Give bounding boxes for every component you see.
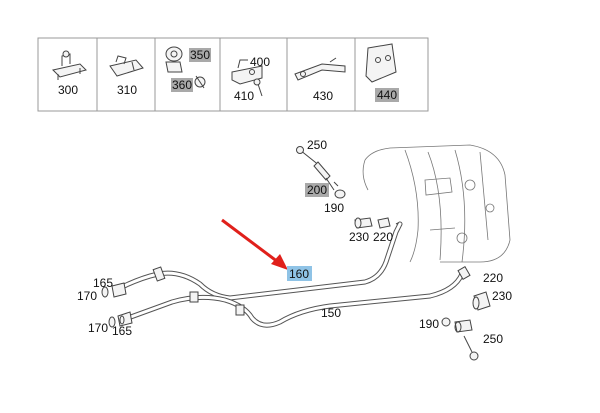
callout-250-right: 250 [483,332,503,346]
part-430-label: 430 [313,89,333,103]
callout-165-bot: 165 [112,324,132,338]
part-350-360-icon [165,46,206,89]
table-border [37,37,429,112]
callout-190-top: 190 [324,201,344,215]
callout-250-top: 250 [307,138,327,152]
callout-150: 150 [321,306,341,320]
transmission-housing [362,144,511,263]
pointer-arrow [221,218,288,270]
callout-190-right: 190 [419,317,439,331]
callout-220-right: 220 [483,271,503,285]
part-360-highlight [171,78,193,92]
part-310-label: 310 [117,83,137,97]
cooler-lines [101,221,471,328]
part-350-label: 350 [190,48,210,62]
part-400-label: 400 [250,55,270,69]
part-300-icon [52,50,87,80]
part-410-label: 410 [234,89,254,103]
part-440-icon [365,43,397,83]
callout-160: 160 [289,267,309,281]
part-360-label: 360 [172,78,192,92]
callout-160-highlight [287,266,312,281]
callout-230-mid: 230 [349,230,369,244]
part-440-highlight [375,88,399,102]
part-300-label: 300 [58,83,78,97]
callout-165-top: 165 [93,276,113,290]
callout-170-bot: 170 [88,321,108,335]
part-310-icon [109,55,144,77]
callout-220-mid: 220 [373,230,393,244]
parts-table: 300 310 350 360 400 410 [37,37,429,112]
fitting-cluster-top [296,146,401,229]
part-430-icon [294,57,346,81]
part-400-410-icon [231,59,263,97]
part-440-label: 440 [377,88,397,102]
callout-200: 200 [307,183,327,197]
callout-200-highlight [305,183,329,197]
fitting-cluster-right [441,291,491,361]
callout-230-right: 230 [492,289,512,303]
part-350-highlight [189,48,211,62]
callout-170-top: 170 [77,289,97,303]
